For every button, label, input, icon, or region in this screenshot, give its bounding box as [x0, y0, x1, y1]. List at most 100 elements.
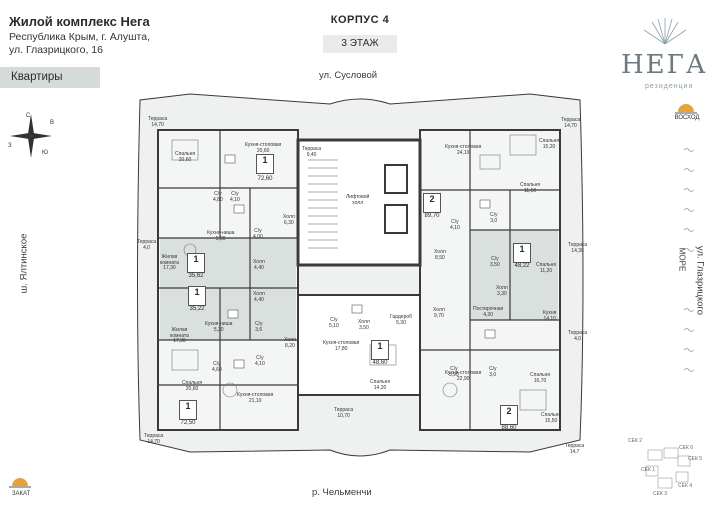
apartment-marker[interactable]: [187, 253, 205, 273]
apartment-marker[interactable]: [423, 193, 441, 213]
apartment-rooms: 1: [377, 341, 383, 351]
street-right: ул. Глазрицкого: [694, 245, 706, 316]
logo-sun-icon: [643, 18, 687, 45]
apartment-area: 48,22: [514, 263, 530, 269]
apartment-rooms: 1: [262, 155, 268, 165]
section-label: СЕК 3: [653, 491, 668, 497]
section-label: СЕК 5: [688, 456, 703, 462]
apartment-marker[interactable]: [500, 405, 518, 425]
apartment-area: 48,60: [372, 360, 388, 366]
apartment-marker[interactable]: [371, 340, 389, 360]
address-line-2: ул. Глазрицкого, 16: [9, 44, 103, 56]
apartment-area: 72,60: [257, 176, 273, 182]
complex-title: Жилой комплекс Нега: [9, 14, 150, 29]
sunset-label: ЗАКАТ: [11, 491, 31, 497]
apartment-rooms: 1: [193, 254, 199, 264]
sunrise-icon: [675, 104, 697, 114]
apartment-area: 89,70: [424, 213, 440, 219]
logo-subtitle: резиденция: [645, 83, 694, 90]
sunrise-label: ВОСХОД: [674, 115, 700, 121]
street-bottom: р. Чельменчи: [312, 487, 372, 498]
street-top: ул. Сусловой: [319, 70, 378, 81]
apartment-rooms: 1: [194, 287, 200, 297]
sections-minimap: [645, 447, 691, 489]
section-label: СЕК 4: [678, 483, 693, 489]
apartment-rooms: 1: [185, 401, 191, 411]
street-left: ш. Ялтинское: [18, 233, 30, 294]
floor-selector[interactable]: 3 ЭТАЖ: [323, 35, 397, 53]
apartment-area: 35,62: [188, 273, 204, 279]
apartment-rooms: 1: [519, 244, 525, 254]
apartment-rooms: 2: [429, 194, 435, 204]
compass-rose-icon: [10, 114, 52, 158]
compass-south: Ю: [42, 150, 49, 156]
section-label: СЕК 6: [679, 445, 694, 451]
apartment-rooms: 2: [506, 406, 512, 416]
apartment-marker[interactable]: [256, 154, 274, 174]
apartment-marker[interactable]: [188, 286, 206, 306]
compass-east: В: [50, 120, 55, 126]
apartment-area: 35,22: [189, 306, 205, 312]
logo-text: НЕГА: [621, 50, 708, 80]
corpus-title: КОРПУС 4: [330, 14, 390, 26]
compass-north: С: [26, 113, 31, 119]
apartment-area: 88,60: [501, 425, 517, 431]
sea-waves-icon: [683, 148, 695, 372]
section-label: СЕК 1: [641, 467, 656, 473]
sunset-icon: [9, 478, 31, 488]
apartment-marker[interactable]: [513, 243, 531, 263]
apartment-area: 72,50: [180, 420, 196, 426]
apartments-button[interactable]: Квартиры: [0, 67, 100, 88]
apartment-marker[interactable]: [179, 400, 197, 420]
floor-plan: [137, 93, 584, 457]
compass-west: З: [8, 143, 12, 149]
